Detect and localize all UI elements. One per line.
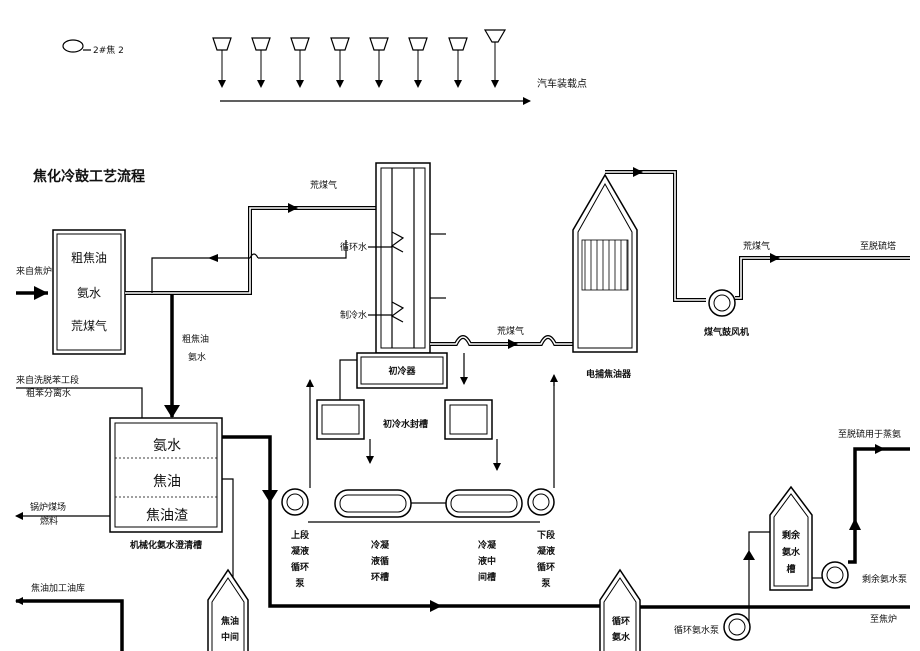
condensate-intermediate-tank — [445, 489, 523, 518]
gas-collection-box — [52, 229, 126, 355]
tar-to-warehouse-line — [15, 597, 124, 651]
tank-residue-label: 焦油渣 — [146, 508, 188, 524]
raw-gas-label-3: 荒煤气 — [743, 240, 770, 252]
raw-gas-main-pipe — [125, 206, 376, 295]
funnel-icon — [290, 37, 310, 88]
funnel-icon — [448, 37, 468, 88]
inlet-arrow-icon — [34, 286, 48, 300]
crude-tar-line — [125, 291, 174, 417]
residual-ammonia-outlet — [848, 447, 910, 564]
lower-pump-line: 泵 — [541, 578, 551, 589]
upper-pump-line: 上段 — [291, 529, 310, 541]
boiler-coal-yard-label: 锅炉煤场 — [30, 501, 66, 513]
from-coke-oven-label: 来自焦炉 — [16, 265, 52, 277]
to-desulfurization-label: 至脱硫塔 — [860, 240, 896, 252]
funnel-icon — [212, 37, 232, 88]
box-crude-tar-label: 粗焦油 — [71, 251, 107, 265]
cond-tank-line: 冷凝 — [371, 539, 390, 551]
box-raw-gas-label: 荒煤气 — [71, 318, 107, 333]
tar-warehouse-label: 焦油加工油库 — [31, 582, 85, 594]
seal-tank-left — [316, 399, 365, 440]
lower-condensate-pump — [527, 488, 555, 516]
seal-tank-label: 初冷水封槽 — [383, 418, 428, 430]
electrostatic-tar-precipitator — [572, 173, 638, 353]
residual-tank-line: 剩余 — [782, 529, 801, 541]
cond-tank-line: 环槽 — [371, 571, 389, 583]
page-title: 焦化冷鼓工艺流程 — [32, 168, 145, 185]
legend-label: 2#焦 2 — [93, 44, 124, 56]
boiler-fuel-label: 燃料 — [40, 515, 58, 527]
primary-cooler-column — [375, 162, 431, 354]
funnel-icon — [330, 37, 350, 88]
residual-ammonia-pump — [821, 561, 849, 589]
mid-tank-line: 冷凝 — [478, 539, 497, 551]
lower-pump-line: 凝液 — [537, 545, 556, 557]
ep-label: 电捕焦油器 — [586, 368, 632, 380]
circulating-ammonia-tank-label: 循环氨水 — [612, 615, 631, 643]
tank-ammonia-label: 氨水 — [153, 438, 181, 454]
circulating-ammonia-pump-label: 循环氨水泵 — [674, 624, 719, 636]
chilled-water-label: 制冷水 — [340, 309, 367, 321]
funnel-icon — [369, 37, 389, 88]
tar-mid-line: 中间 — [221, 631, 239, 643]
condensate-circulation-tank — [334, 489, 412, 518]
box-ammonia-label: 氨水 — [77, 286, 101, 300]
gas-to-desulfurization-pipe — [735, 256, 910, 300]
tar-mid-line: 焦油 — [220, 615, 239, 627]
residual-ammonia-pump-label: 剩余氨水泵 — [862, 573, 907, 585]
upper-condensate-pump — [281, 488, 309, 516]
funnel-icon — [251, 37, 271, 88]
primary-cooler-label: 初冷器 — [388, 365, 416, 377]
residual-tank-line: 槽 — [786, 563, 795, 575]
from-debenzol-label: 来自洗脱苯工段 — [16, 374, 79, 386]
gas-blower — [708, 289, 736, 317]
mid-tank-line: 间槽 — [478, 571, 496, 583]
circ-ammonia-line: 循环 — [612, 615, 630, 627]
tank-tar-label: 焦油 — [153, 474, 181, 490]
funnel-icon — [408, 37, 428, 88]
raw-gas-label-1: 荒煤气 — [310, 179, 337, 191]
lower-pump-line: 下段 — [537, 529, 556, 541]
circ-ammonia-line: 氨水 — [612, 631, 631, 643]
crude-benzene-water-label: 粗苯分离水 — [26, 387, 71, 399]
ammonia-label: 氨水 — [188, 351, 206, 363]
raw-gas-to-ep-pipe — [430, 335, 573, 346]
legend-symbol — [62, 39, 91, 53]
cond-tank-line: 液循 — [371, 555, 389, 567]
decanter-label: 机械化氨水澄清槽 — [130, 539, 202, 551]
primary-cooler-base — [356, 352, 448, 389]
circulating-ammonia-tank — [599, 568, 641, 651]
mechanized-decanter-tank — [109, 417, 223, 533]
funnel-icon — [483, 29, 507, 88]
raw-gas-label-2: 荒煤气 — [497, 325, 524, 337]
circulating-ammonia-pump — [723, 613, 751, 641]
upper-pump-line: 循环 — [291, 561, 309, 573]
seal-tank-right — [444, 399, 493, 440]
circulating-water-label: 循环水 — [340, 241, 367, 253]
upper-pump-line: 凝液 — [291, 545, 310, 557]
to-ammonia-stripping-label: 至脱硫用于蒸氨 — [838, 428, 901, 440]
residual-tank-line: 氨水 — [782, 546, 801, 558]
upper-pump-line: 泵 — [295, 578, 305, 589]
mid-tank-line: 液中 — [478, 555, 496, 567]
lower-pump-line: 循环 — [537, 561, 555, 573]
truck-loading-point-label: 汽车装载点 — [537, 77, 587, 90]
residual-ammonia-tank — [769, 485, 813, 591]
tar-intermediate-tank — [207, 568, 249, 651]
gas-blower-label: 煤气鼓风机 — [704, 326, 749, 338]
to-coke-oven-label: 至焦炉 — [870, 613, 897, 625]
crude-tar-label: 粗焦油 — [182, 333, 209, 345]
truck-loading-funnels — [212, 29, 531, 105]
